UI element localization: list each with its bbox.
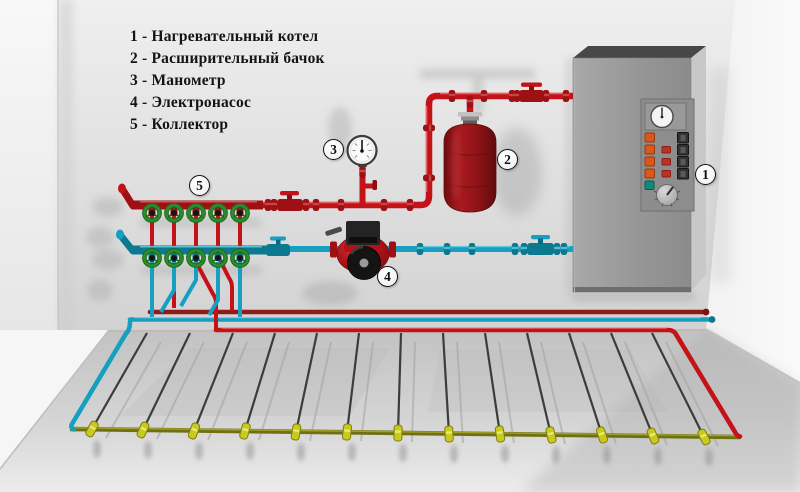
supply-manifold-end-cap <box>119 186 137 210</box>
boiler-top <box>573 46 706 58</box>
circulation-pump <box>325 221 396 280</box>
hot-water-line <box>133 82 573 211</box>
supply-manifold-valve-wheels <box>144 205 247 220</box>
boiler-power-light <box>644 180 655 190</box>
return-manifold-valve <box>266 236 290 256</box>
return-manifold <box>116 229 290 266</box>
legend: 1 - Нагревательный котел 2 - Расширитель… <box>130 26 325 136</box>
boiler-control-panel <box>640 98 695 212</box>
electric-boiler <box>572 46 706 293</box>
return-manifold-valve-wheels <box>144 250 247 265</box>
boiler-switch-row <box>644 156 689 168</box>
boiler-switch-row <box>644 168 689 180</box>
floor-edge-cold-pipe <box>69 319 133 432</box>
floor-collector-pipe <box>69 426 741 440</box>
pressure-gauge <box>346 134 378 205</box>
callout-expansion-tank: 2 <box>497 149 518 170</box>
legend-item: 5 - Коллектор <box>130 116 229 133</box>
legend-item: 2 - Расширительный бачок <box>130 50 325 67</box>
baseboard-pipes <box>69 308 743 439</box>
callout-pump: 4 <box>377 266 398 287</box>
left-wall-face <box>0 0 58 332</box>
expansion-tank <box>443 96 497 213</box>
callout-boiler: 1 <box>695 164 716 185</box>
baseboard-hot-pipe <box>213 327 743 439</box>
cold-line-valve <box>520 235 561 255</box>
legend-item: 3 - Манометр <box>130 72 226 89</box>
boiler-switch-row <box>644 144 689 156</box>
return-manifold-end-cap <box>117 232 137 255</box>
supply-manifold <box>118 183 263 221</box>
callout-collector: 5 <box>189 175 210 196</box>
legend-item: 1 - Нагревательный котел <box>130 28 319 45</box>
floor-heating-loops <box>69 332 741 466</box>
hot-line-valve-mid <box>270 191 310 211</box>
pump-bleed-screw <box>325 226 342 236</box>
callout-pressure-gauge: 3 <box>323 139 344 160</box>
gauge-cock-handle <box>372 180 377 190</box>
hot-line-valve-top <box>513 82 550 102</box>
boiler-switch-row <box>644 132 689 144</box>
tank-flange <box>458 112 482 117</box>
cold-water-line <box>268 235 573 255</box>
legend-item: 4 - Электронасос <box>130 94 252 111</box>
collector-drop-pipes <box>150 216 242 330</box>
